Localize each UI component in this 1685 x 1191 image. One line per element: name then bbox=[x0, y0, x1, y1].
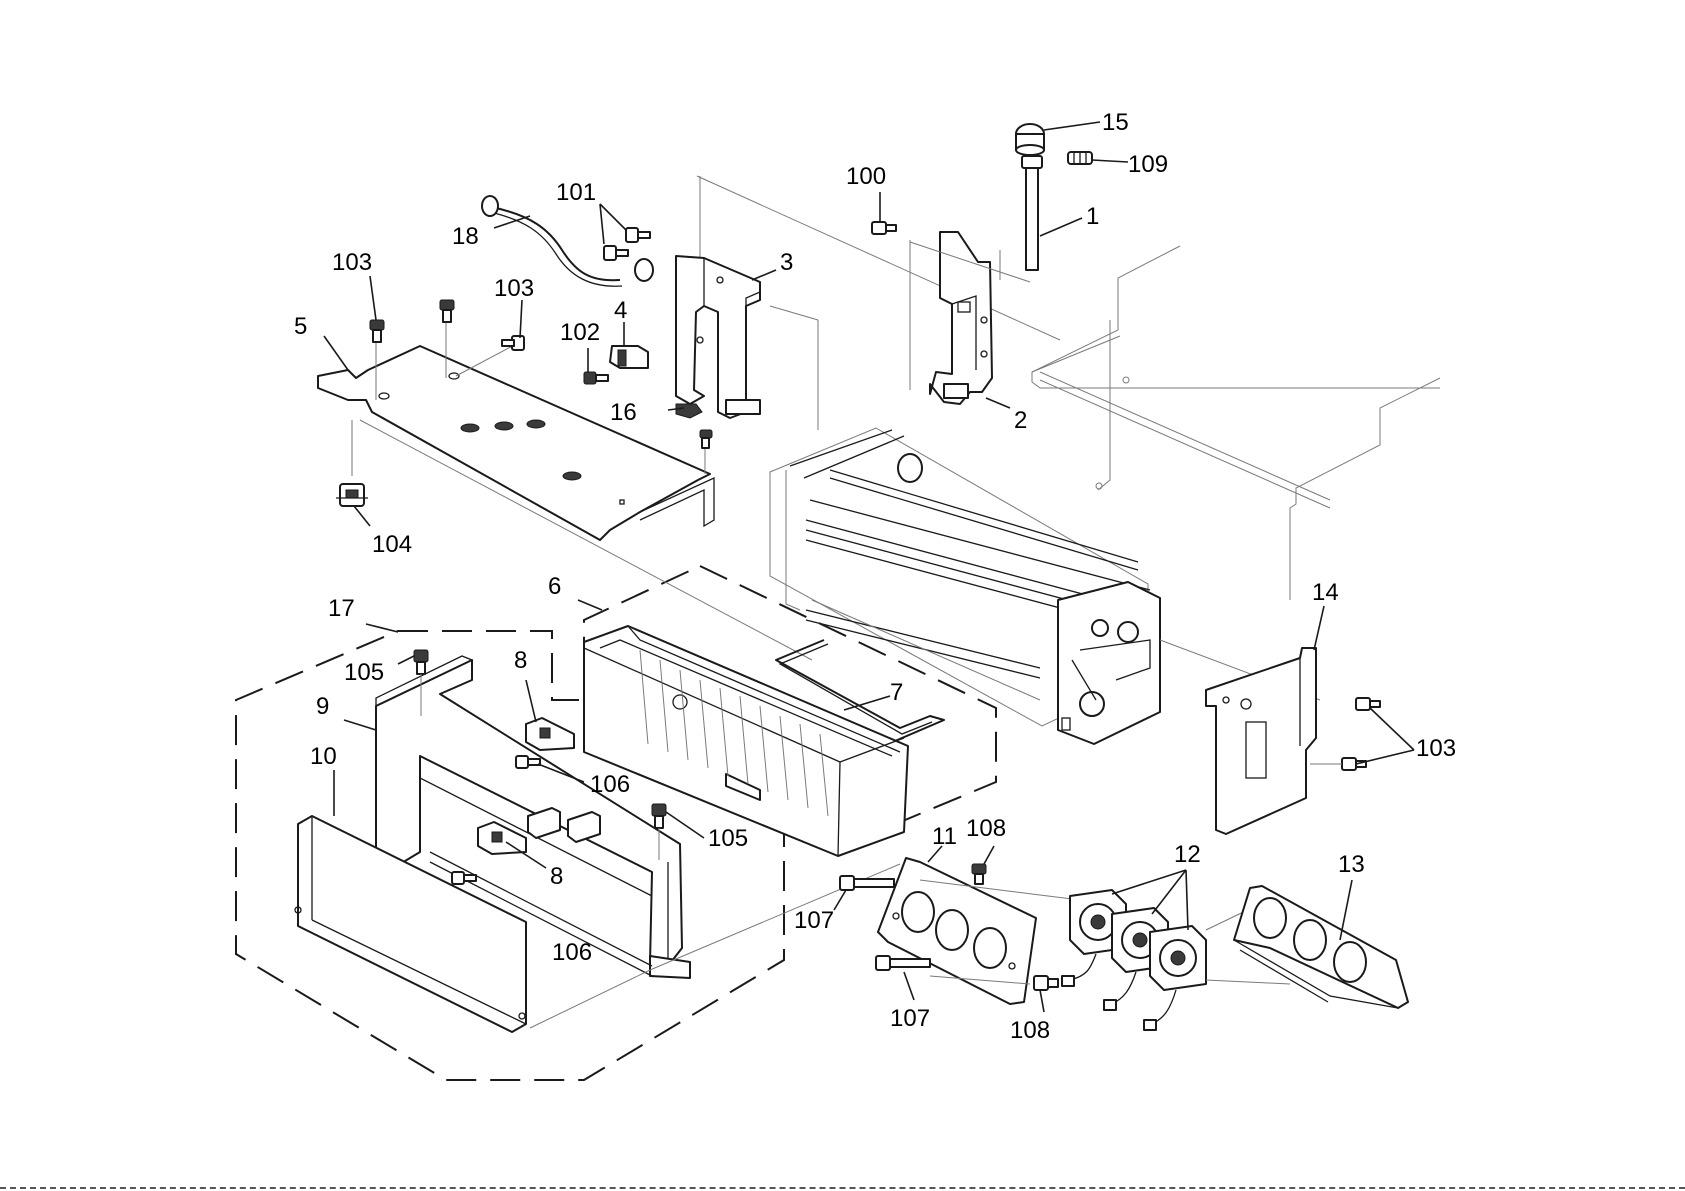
screw-103-a bbox=[370, 320, 384, 342]
page-bottom-rule bbox=[0, 1187, 1685, 1189]
callout-109: 109 bbox=[1128, 151, 1168, 178]
screw-103-d bbox=[1342, 758, 1366, 770]
callout-106-lower: 106 bbox=[552, 939, 592, 966]
callout-103-mid: 103 bbox=[494, 275, 534, 302]
callout-102: 102 bbox=[560, 319, 600, 346]
callout-14: 14 bbox=[1312, 579, 1339, 606]
machine-frame-outline bbox=[697, 176, 1440, 600]
callout-7: 7 bbox=[890, 679, 903, 706]
callout-8-lower: 8 bbox=[550, 863, 563, 890]
screw-103-c bbox=[1356, 698, 1380, 710]
screw-101-a bbox=[626, 228, 650, 242]
part-16 bbox=[676, 404, 702, 418]
callout-104: 104 bbox=[372, 531, 412, 558]
callout-8-upper: 8 bbox=[514, 647, 527, 674]
callout-10: 10 bbox=[310, 743, 337, 770]
callout-105-right: 105 bbox=[708, 825, 748, 852]
callout-105-left: 105 bbox=[344, 659, 384, 686]
set-screw-part-109 bbox=[1068, 152, 1092, 164]
screw-plate-corner bbox=[700, 430, 712, 448]
callout-16: 16 bbox=[610, 399, 637, 426]
connector-part-8-lower bbox=[478, 822, 526, 854]
clamp-part-4 bbox=[610, 346, 648, 368]
callout-3: 3 bbox=[780, 249, 793, 276]
fan-part-12-c bbox=[1150, 926, 1206, 990]
callout-15: 15 bbox=[1102, 109, 1129, 136]
knob-part-15 bbox=[1016, 124, 1044, 155]
callout-5: 5 bbox=[294, 313, 307, 340]
screw-108-b bbox=[1034, 976, 1058, 990]
screw-107-b bbox=[876, 956, 930, 970]
connector-part-8-upper bbox=[526, 718, 574, 750]
callout-100: 100 bbox=[846, 163, 886, 190]
callout-11: 11 bbox=[932, 823, 957, 850]
bracket-part-14 bbox=[1206, 648, 1316, 834]
callout-4: 4 bbox=[614, 297, 627, 324]
callout-1: 1 bbox=[1086, 203, 1099, 230]
callout-17: 17 bbox=[328, 595, 355, 622]
callout-108-lower: 108 bbox=[1010, 1017, 1050, 1044]
base-plate-part-5 bbox=[318, 346, 714, 540]
callout-103-left: 103 bbox=[332, 249, 372, 276]
bracket-part-2 bbox=[930, 232, 992, 404]
callout-2: 2 bbox=[1014, 407, 1027, 434]
screw-105-b bbox=[652, 804, 666, 828]
screw-101-b bbox=[604, 246, 628, 260]
callout-12: 12 bbox=[1174, 841, 1201, 868]
fan-cover-part-13 bbox=[1234, 886, 1408, 1008]
screw-103-b bbox=[502, 336, 524, 350]
screw-105-a bbox=[414, 650, 428, 674]
callout-13: 13 bbox=[1338, 851, 1365, 878]
callout-103-right: 103 bbox=[1416, 735, 1456, 762]
clip-part-104 bbox=[336, 484, 368, 506]
screw-107-a bbox=[840, 876, 894, 890]
callout-9: 9 bbox=[316, 693, 329, 720]
callout-18: 18 bbox=[452, 223, 479, 250]
callout-108-upper: 108 bbox=[966, 815, 1006, 842]
callout-106-upper: 106 bbox=[590, 771, 630, 798]
shaft-part-1 bbox=[1022, 156, 1042, 270]
screw-102 bbox=[584, 372, 608, 384]
callout-107-upper: 107 bbox=[794, 907, 834, 934]
callout-6: 6 bbox=[548, 573, 561, 600]
screw-100 bbox=[872, 222, 896, 234]
screw-plate-mid bbox=[440, 300, 454, 322]
callout-101: 101 bbox=[556, 179, 596, 206]
bracket-part-3 bbox=[676, 256, 760, 418]
callout-107-lower: 107 bbox=[890, 1005, 930, 1032]
screw-108-a bbox=[972, 864, 986, 884]
